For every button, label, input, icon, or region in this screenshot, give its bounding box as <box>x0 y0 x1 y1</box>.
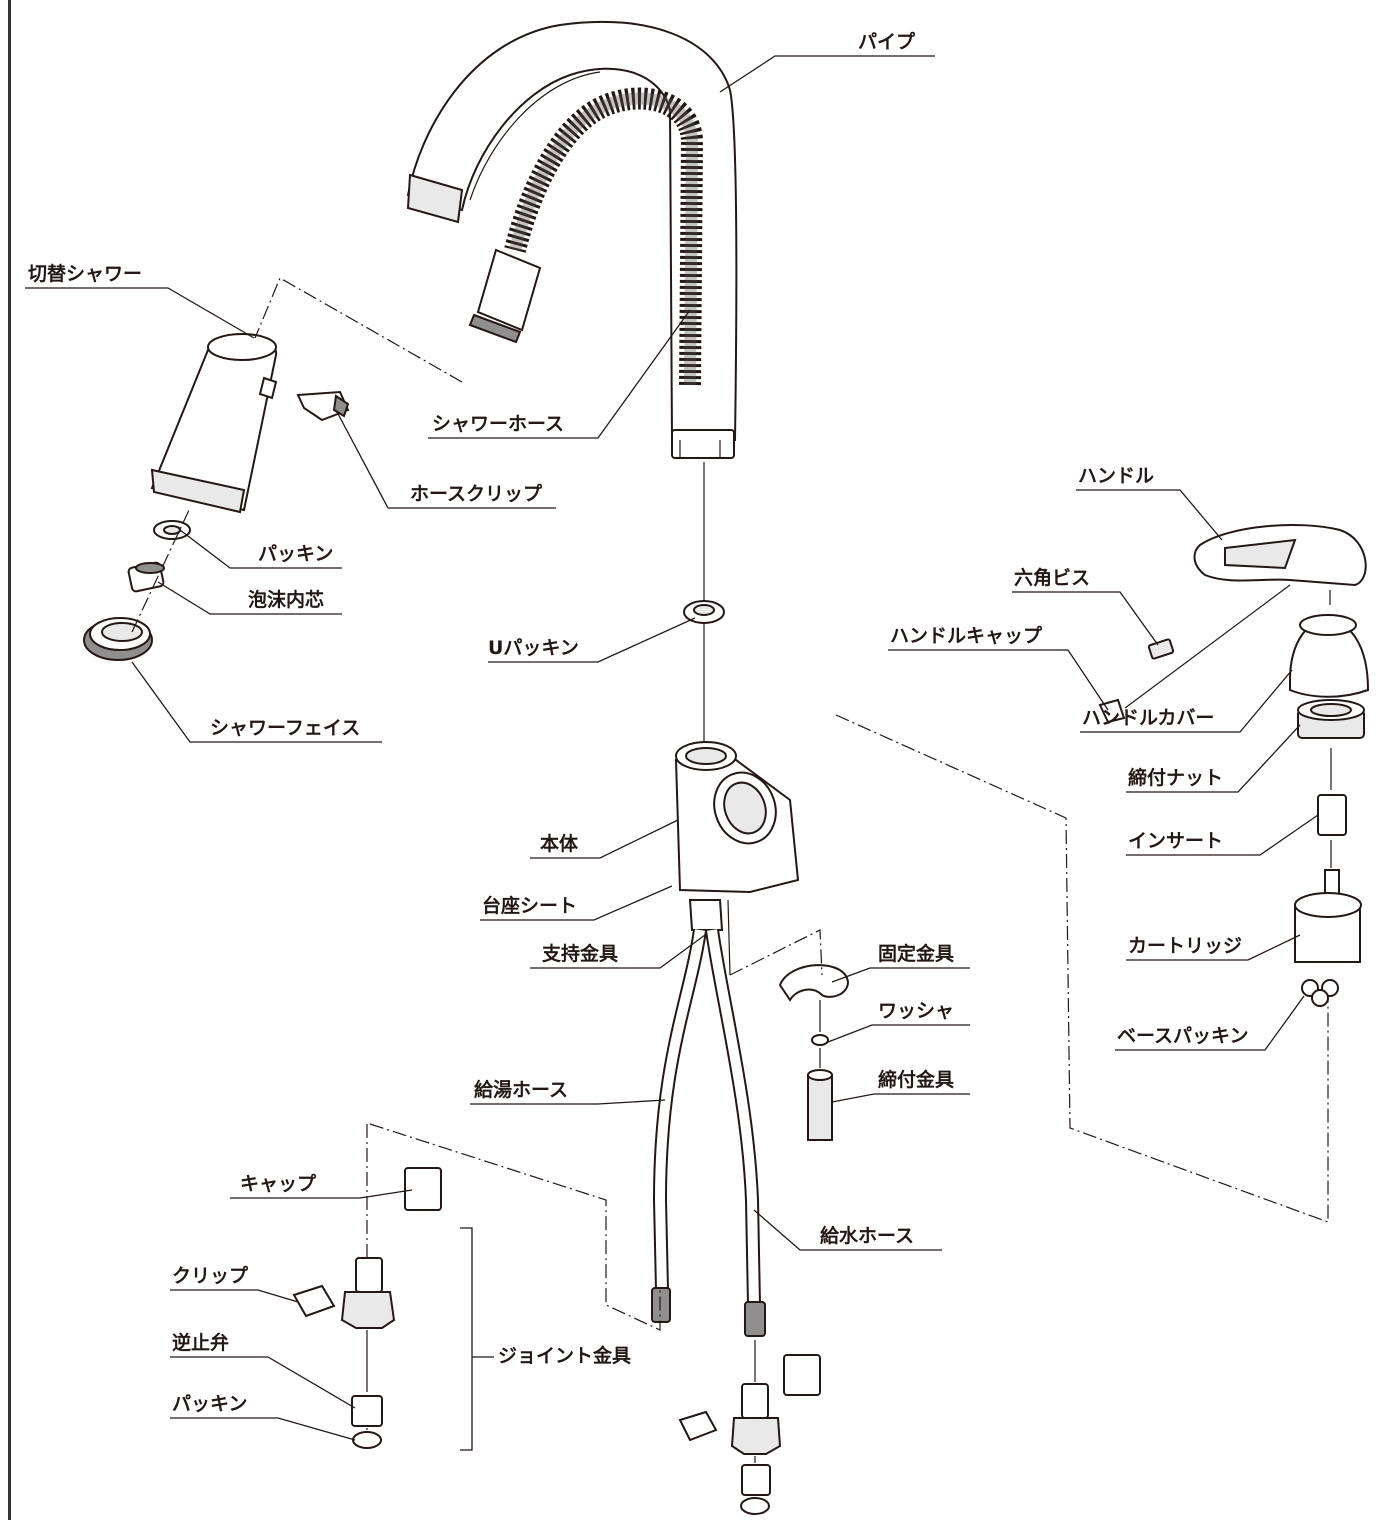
hose-clip-part <box>296 390 350 422</box>
label-handle-cap: ハンドルキャップ <box>890 625 1043 647</box>
label-handle: ハンドル <box>1078 465 1155 487</box>
foam-core-part <box>127 561 165 593</box>
label-support-fitting: 支持金具 <box>542 943 619 965</box>
label-cartridge: カートリッジ <box>1128 935 1243 957</box>
label-cap: キャップ <box>240 1173 317 1195</box>
label-hex-screw: 六角ビス <box>1014 567 1091 589</box>
cartridge-part <box>1294 869 1362 963</box>
insert-part <box>1317 794 1347 836</box>
label-foam-core: 泡沫内芯 <box>248 589 325 611</box>
switch-shower-part <box>150 333 278 514</box>
label-tightening-nut: 締付ナット <box>1128 767 1224 789</box>
label-shower-face: シャワーフェイス <box>210 717 361 739</box>
label-pipe: パイプ <box>858 31 916 53</box>
hex-screw-part <box>1098 638 1175 724</box>
label-base-sheet: 台座シート <box>482 895 578 917</box>
label-packing-shower: パッキン <box>258 543 334 565</box>
label-washer: ワッシャ <box>878 1000 955 1022</box>
label-body: 本体 <box>540 833 579 855</box>
shower-hose-part <box>468 87 704 386</box>
pipe-part <box>406 20 738 459</box>
label-base-packing: ベースパッキン <box>1117 1025 1249 1047</box>
label-u-packing: Uパッキン <box>488 637 579 659</box>
body-part <box>674 741 800 894</box>
shower-face-part <box>83 617 153 661</box>
label-tightening-fitting: 締付金具 <box>878 1069 955 1091</box>
label-handle-cover: ハンドルカバー <box>1082 707 1215 729</box>
handle-cover-part <box>1289 614 1370 698</box>
label-shower-hose: シャワーホース <box>432 413 565 435</box>
tightening-nut-part <box>1297 699 1365 739</box>
page-border <box>8 0 11 1520</box>
label-cold-hose: 給水ホース <box>820 1225 915 1247</box>
label-hose-clip: ホースクリップ <box>410 483 543 505</box>
label-fixing-fitting: 固定金具 <box>878 943 955 965</box>
base-packing-part <box>1301 979 1339 1007</box>
label-clip: クリップ <box>172 1265 249 1287</box>
hoses-part <box>651 899 766 1337</box>
label-joint-fitting: ジョイント金具 <box>498 1345 632 1367</box>
label-hot-hose: 給湯ホース <box>474 1079 569 1101</box>
label-packing-joint: パッキン <box>172 1393 248 1415</box>
label-check-valve: 逆止弁 <box>172 1332 230 1354</box>
handle-part <box>1193 524 1367 587</box>
joint-fitting-left-part <box>292 1167 442 1449</box>
joint-fitting-right-part <box>678 1354 821 1515</box>
fixing-fitting-part <box>778 964 850 1141</box>
label-switch-shower: 切替シャワー <box>28 263 143 285</box>
label-insert: インサート <box>1128 830 1224 852</box>
